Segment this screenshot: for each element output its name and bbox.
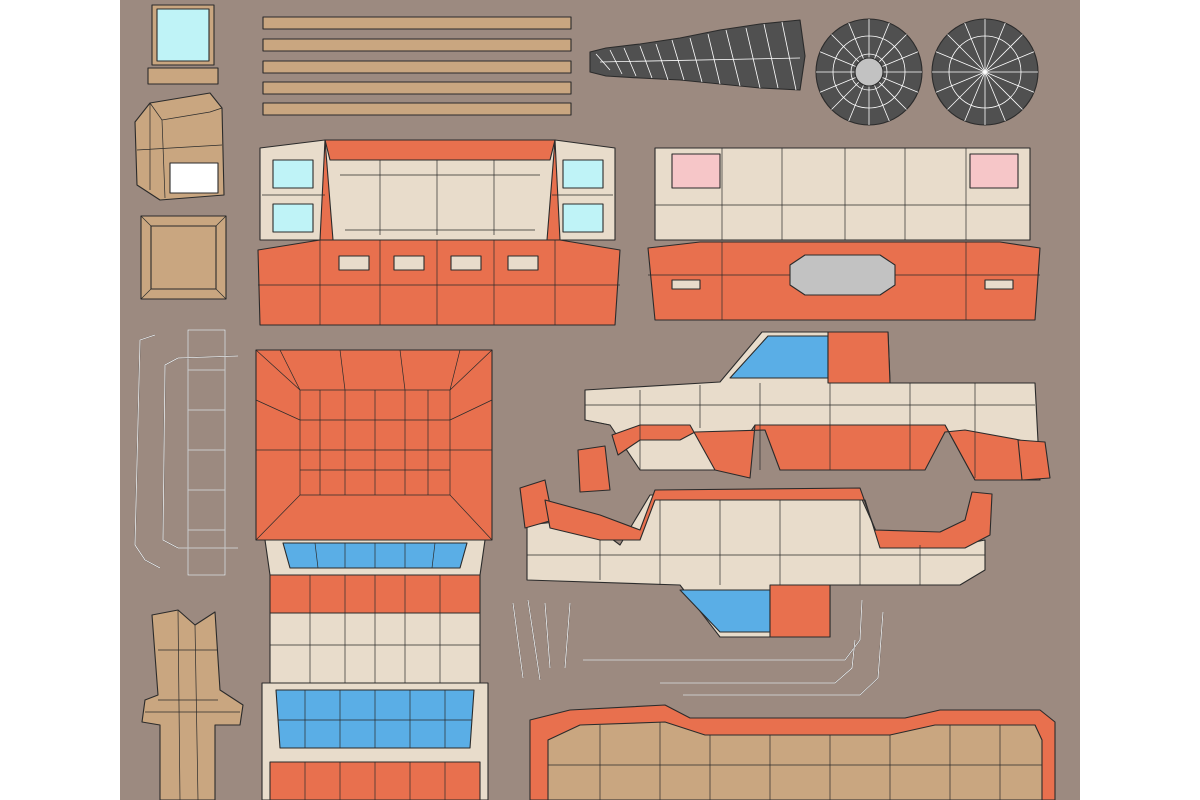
- rod-icon: [512, 599, 884, 696]
- wheel-spoke: [964, 71, 986, 122]
- wheel-spoke: [984, 34, 1023, 73]
- wheel-icon: [931, 18, 1039, 126]
- truck-side-icon: [577, 331, 1051, 493]
- plank-strips-island: [262, 16, 572, 116]
- wheel-spoke: [984, 22, 1006, 73]
- wheel-spoke: [984, 71, 1023, 110]
- wheel-spoke: [984, 71, 1035, 93]
- hood-icon: [255, 349, 493, 800]
- wheel-spoke: [964, 22, 986, 73]
- wheel-icon: [815, 18, 923, 126]
- wheel-spoke: [935, 71, 986, 93]
- seat-icon: [529, 704, 1056, 800]
- wheel-spoke: [984, 71, 1006, 122]
- truck-side-icon: [519, 479, 993, 638]
- pipe-frame-icon: [134, 329, 239, 576]
- glass-square-island: [147, 4, 219, 85]
- tire-tread-icon: [589, 19, 806, 91]
- wheel-spoke: [935, 51, 986, 73]
- tail-panel-icon: [647, 147, 1041, 321]
- wheel-spoke: [947, 34, 986, 73]
- grille-icon: [257, 139, 621, 326]
- crate-icon: [134, 92, 227, 300]
- crate-icon: [141, 609, 244, 800]
- wheel-spoke: [947, 71, 986, 110]
- wheel-spoke: [984, 51, 1035, 73]
